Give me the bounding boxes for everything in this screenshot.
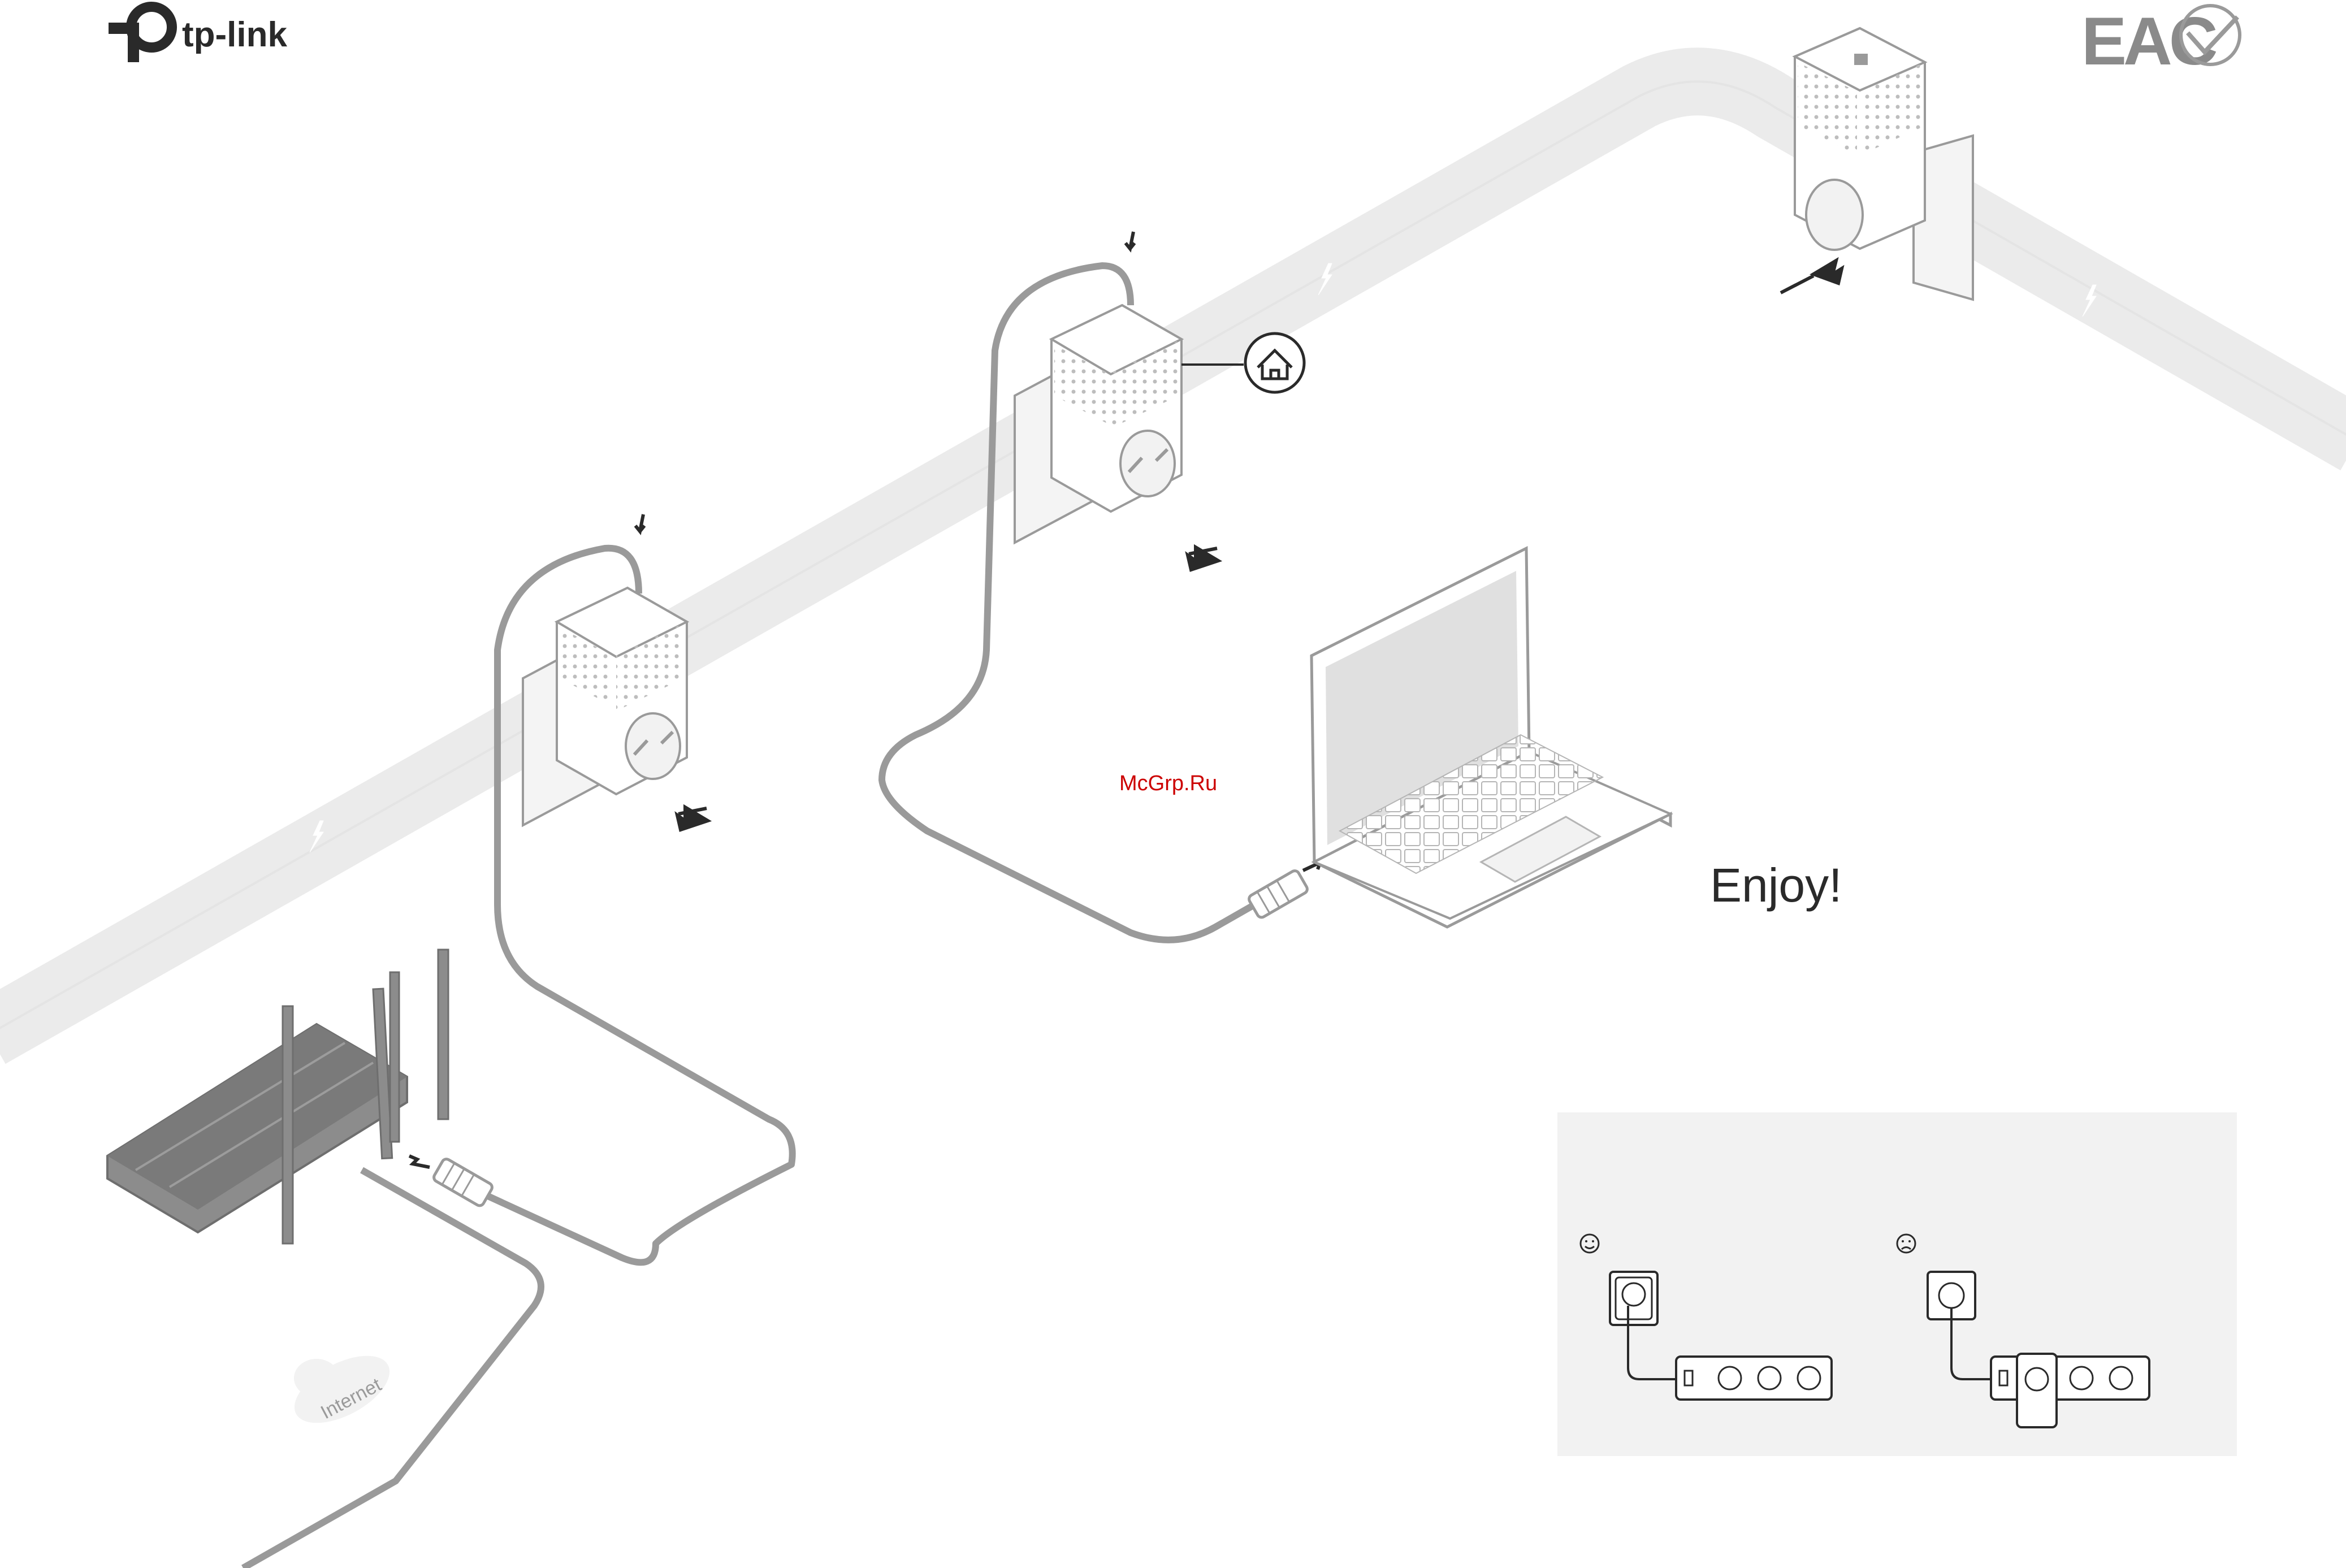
enjoy-text: Enjoy! <box>1710 859 1842 912</box>
plug-arrow-icon <box>1126 232 1135 249</box>
tp-link-logo-text: tp-link <box>182 15 287 54</box>
ethernet-plug-laptop <box>1248 869 1309 919</box>
internet-cloud: Internet <box>284 1342 400 1437</box>
router-antenna <box>283 1006 293 1244</box>
power-strip <box>1676 1357 1832 1400</box>
socket-icon <box>1120 431 1175 496</box>
powerline-adapter-3 <box>1795 28 1973 300</box>
router-antenna <box>438 950 448 1119</box>
powerline-band <box>0 81 2346 1034</box>
socket-icon <box>1806 180 1863 250</box>
push-arrow-icon <box>677 807 708 830</box>
plug-arrow-icon <box>409 1156 430 1167</box>
router <box>107 950 448 1244</box>
powerline-adapter-1 <box>523 588 687 825</box>
router-antenna <box>390 972 399 1142</box>
push-arrow-icon <box>1781 261 1842 293</box>
tp-link-logo-mark <box>109 7 172 62</box>
home-led-icon <box>1245 333 1304 392</box>
powerline-adapter-2 <box>1015 305 1304 543</box>
ethernet-plug-router <box>432 1158 494 1207</box>
laptop <box>1311 548 1670 927</box>
socket-icon <box>626 713 680 779</box>
watermark-text: McGrp.Ru <box>1119 772 1217 795</box>
tips-panel <box>1557 1112 2237 1456</box>
tips-panel-background <box>1557 1112 2237 1456</box>
plug-arrow-icon <box>635 514 644 531</box>
tp-link-logo: tp-link <box>109 7 287 62</box>
push-arrow-icon <box>1188 547 1218 570</box>
